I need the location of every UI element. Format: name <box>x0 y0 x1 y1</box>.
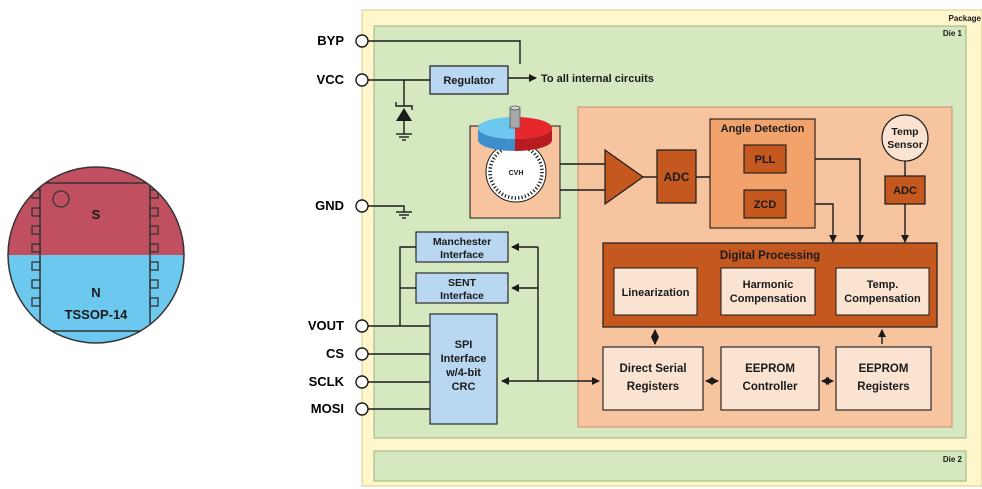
dsr-label-1: Direct Serial <box>619 363 686 375</box>
power-wiring <box>368 40 537 106</box>
pin-terminal-cs[interactable] <box>355 347 369 361</box>
eeprom-controller-label-2: Controller <box>743 381 798 393</box>
eeprom-registers-label-1: EEPROM <box>859 363 909 375</box>
cvh-sensor: CVH <box>469 105 561 219</box>
linearization-block <box>613 267 698 316</box>
pin-label-mosi: MOSI <box>311 401 344 416</box>
harmonic-label-1: Harmonic <box>743 279 794 291</box>
spi-label-4: CRC <box>452 381 476 393</box>
pin-terminal-gnd[interactable] <box>355 199 369 213</box>
pin-terminal-mosi[interactable] <box>355 402 369 416</box>
adc-temp-label: ADC <box>893 185 917 197</box>
ic-leads-right <box>149 189 159 307</box>
manchester-label-1: Manchester <box>433 236 491 248</box>
package-label: Package <box>949 14 982 23</box>
amplifier-icon <box>604 148 645 206</box>
pin-vout[interactable]: VOUT <box>308 318 369 333</box>
die2-area <box>373 450 967 482</box>
magnet-outline <box>7 166 185 344</box>
linearization-label: Linearization <box>622 287 690 299</box>
cvh-elements-ring <box>488 144 544 200</box>
pin-terminal-vout[interactable] <box>355 319 369 333</box>
pin-label-vout: VOUT <box>308 318 344 333</box>
adc-main-block: ADC <box>656 149 697 204</box>
adc-main-label: ADC <box>664 170 690 184</box>
manchester-interface-block: Manchester Interface <box>415 231 509 263</box>
sent-label-1: SENT <box>448 277 477 289</box>
pin1-marker-icon <box>52 190 70 208</box>
north-pole-label: N <box>91 285 100 300</box>
regulator-block: Regulator <box>429 65 509 95</box>
sent-interface-block: SENT Interface <box>415 272 509 304</box>
pin-cs[interactable]: CS <box>326 346 369 361</box>
ground-icon <box>368 205 412 219</box>
harmonic-compensation-block <box>720 267 816 316</box>
regulator-label: Regulator <box>443 75 495 87</box>
eeprom-registers-label-2: Registers <box>857 381 909 393</box>
zcd-label: ZCD <box>754 199 777 211</box>
south-pole-label: S <box>92 207 101 222</box>
pin-byp[interactable]: BYP <box>317 33 369 48</box>
pin-label-gnd: GND <box>315 198 344 213</box>
temp-sensor-label-2: Sensor <box>887 139 923 151</box>
angle-detection-block: Angle Detection PLL ZCD <box>709 118 816 229</box>
zener-diode-icon <box>395 102 413 141</box>
pin-mosi[interactable]: MOSI <box>311 401 369 416</box>
byp-wire <box>368 40 521 64</box>
package-name-label: TSSOP-14 <box>65 307 129 322</box>
pll-block <box>743 144 787 174</box>
ic-body-outline <box>39 182 151 332</box>
internal-circuits-label: To all internal circuits <box>541 73 654 85</box>
die2-label: Die 2 <box>943 455 963 464</box>
angle-detection-label: Angle Detection <box>721 123 805 135</box>
pin-terminal-byp[interactable] <box>355 34 369 48</box>
pin-label-sclk: SCLK <box>309 374 345 389</box>
adc-temp-block: ADC <box>884 175 926 205</box>
tempcomp-label-1: Temp. <box>867 279 899 291</box>
spi-interface-block: SPI Interface w/4-bit CRC <box>429 313 498 425</box>
sent-label-2: Interface <box>440 290 484 302</box>
eeprom-controller-block: EEPROM Controller <box>720 346 820 411</box>
harmonic-label-2: Compensation <box>730 293 807 305</box>
direct-serial-registers-block: Direct Serial Registers <box>602 346 704 411</box>
pin-terminal-sclk[interactable] <box>355 375 369 389</box>
temp-sensor-block: Temp Sensor <box>881 114 929 162</box>
digital-processing-label: Digital Processing <box>720 250 820 262</box>
die1-label: Die 1 <box>943 29 963 38</box>
vout-manchester-wire <box>399 246 416 326</box>
interface-wiring <box>368 243 600 410</box>
ic-leads-left <box>31 189 41 307</box>
pin-vcc[interactable]: VCC <box>317 72 369 87</box>
dsr-label-2: Registers <box>627 381 679 393</box>
magnet-disc-icon <box>478 105 552 151</box>
temp-sensor-label-1: Temp <box>891 126 918 138</box>
pin-gnd[interactable]: GND <box>315 198 369 213</box>
pin-label-vcc: VCC <box>317 72 345 87</box>
manchester-label-2: Interface <box>440 249 484 261</box>
pll-label: PLL <box>755 154 776 166</box>
spi-label-3: w/4-bit <box>445 367 481 379</box>
zcd-block <box>743 189 787 219</box>
digital-processing-block: Digital Processing Linearization Harmoni… <box>602 242 938 328</box>
chip-magnet-view: S N TSSOP-14 <box>7 166 185 344</box>
pin-sclk[interactable]: SCLK <box>309 374 369 389</box>
pin-label-cs: CS <box>326 346 344 361</box>
tempcomp-label-2: Compensation <box>844 293 921 305</box>
eeprom-controller-label-1: EEPROM <box>745 363 795 375</box>
spi-label-2: Interface <box>441 353 487 365</box>
pin-label-byp: BYP <box>317 33 344 48</box>
pin-terminal-vcc[interactable] <box>355 73 369 87</box>
temp-compensation-block <box>835 267 930 316</box>
cvh-label: CVH <box>509 170 524 177</box>
spi-label-1: SPI <box>455 339 473 351</box>
eeprom-registers-block: EEPROM Registers <box>835 346 932 411</box>
